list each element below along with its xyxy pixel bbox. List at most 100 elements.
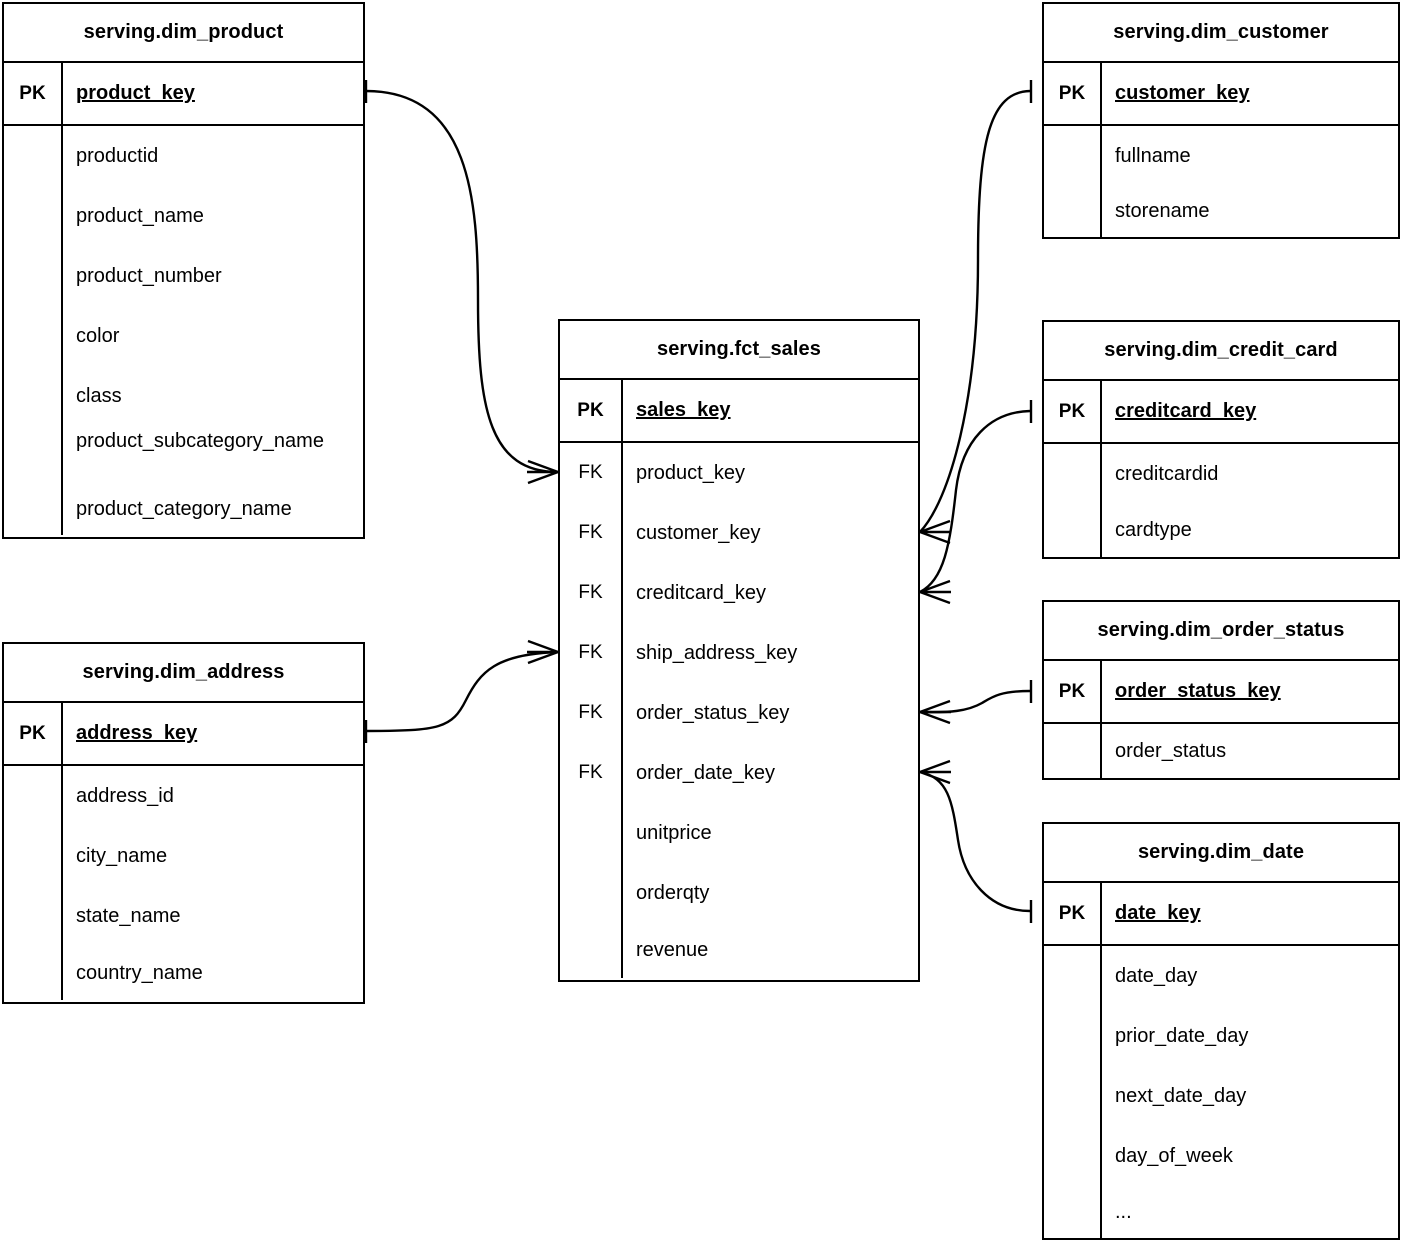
field-name-column: product_key customer_key creditcard_key … xyxy=(623,443,918,978)
field-row: unitprice xyxy=(636,821,712,844)
field-row: day_of_week xyxy=(1115,1144,1233,1167)
entity-fct-sales[interactable]: serving.fct_sales PK sales_key FK FK FK … xyxy=(558,319,920,982)
pk-field-name: order_status_key xyxy=(1102,661,1398,722)
pk-field-label: creditcard_key xyxy=(1115,400,1257,422)
field-row: product_key xyxy=(636,461,745,484)
field-row: cardtype xyxy=(1115,519,1192,541)
field-key-column xyxy=(1044,126,1102,237)
crowsfoot-creditcard xyxy=(919,579,951,605)
pk-field-label: customer_key xyxy=(1115,82,1250,104)
field-row: creditcardid xyxy=(1115,462,1219,485)
field-row: address_id xyxy=(76,784,174,807)
pk-field-label: sales_key xyxy=(636,399,731,421)
pk-row-dim-credit-card: PK creditcard_key xyxy=(1044,381,1398,444)
pk-row-dim-address: PK address_key xyxy=(4,703,363,766)
field-rows-dim-order-status: order_status xyxy=(1044,724,1398,778)
fk-badge: FK xyxy=(578,702,603,723)
entity-title-fct-sales: serving.fct_sales xyxy=(560,321,918,380)
pk-row-dim-date: PK date_key xyxy=(1044,883,1398,946)
field-row: creditcard_key xyxy=(636,581,767,604)
field-row: order_status_key xyxy=(636,701,790,724)
field-row: ship_address_key xyxy=(636,641,798,664)
pk-row-fct-sales: PK sales_key xyxy=(560,380,918,443)
relationship-address xyxy=(365,650,559,733)
pk-field-label: address_key xyxy=(76,722,198,744)
field-row: order_date_key xyxy=(636,761,775,784)
field-row: color xyxy=(76,324,120,347)
crowsfoot-order-date xyxy=(919,759,951,785)
crowsfoot-ship-address xyxy=(527,639,559,665)
field-key-column xyxy=(4,126,63,535)
field-name-column: creditcardid cardtype xyxy=(1102,444,1398,557)
field-row: prior_date_day xyxy=(1115,1024,1249,1047)
field-key-column xyxy=(4,766,63,1000)
entity-title-dim-order-status: serving.dim_order_status xyxy=(1044,602,1398,661)
pk-row-dim-product: PK product_key xyxy=(4,63,363,126)
field-row: next_date_day xyxy=(1115,1084,1247,1107)
entity-title-dim-date: serving.dim_date xyxy=(1044,824,1398,883)
field-row: order_status xyxy=(1115,739,1227,762)
field-rows-dim-product: productid product_name product_number co… xyxy=(4,126,363,535)
pk-badge: PK xyxy=(4,703,63,764)
entity-title-dim-product: serving.dim_product xyxy=(4,4,363,63)
pk-field-name: product_key xyxy=(63,63,363,124)
field-name-column: productid product_name product_number co… xyxy=(63,126,363,535)
entity-title-dim-customer: serving.dim_customer xyxy=(1044,4,1398,63)
pk-badge: PK xyxy=(1044,63,1102,124)
field-name-column: fullname storename xyxy=(1102,126,1398,237)
field-row: storename xyxy=(1115,200,1210,222)
pk-field-name: address_key xyxy=(63,703,363,764)
fk-badge: FK xyxy=(578,522,603,543)
entity-dim-product[interactable]: serving.dim_product PK product_key produ… xyxy=(2,2,365,539)
field-row: class xyxy=(76,384,122,407)
entity-dim-address[interactable]: serving.dim_address PK address_key addre… xyxy=(2,642,365,1004)
fk-badge: FK xyxy=(578,582,603,603)
pk-row-dim-order-status: PK order_status_key xyxy=(1044,661,1398,724)
pk-badge: PK xyxy=(1044,883,1102,944)
entity-dim-customer[interactable]: serving.dim_customer PK customer_key ful… xyxy=(1042,2,1400,239)
field-row: product_subcategory_name xyxy=(76,430,324,452)
pk-field-name: date_key xyxy=(1102,883,1398,944)
field-row: country_name xyxy=(76,961,203,984)
field-row: state_name xyxy=(76,904,181,927)
field-name-column: date_day prior_date_day next_date_day da… xyxy=(1102,946,1398,1238)
field-name-column: address_id city_name state_name country_… xyxy=(63,766,363,1000)
field-row: productid xyxy=(76,144,159,167)
relationship-order-status xyxy=(919,689,1031,714)
field-row: ... xyxy=(1115,1200,1132,1223)
field-key-column xyxy=(1044,724,1102,778)
field-name-column: order_status xyxy=(1102,724,1398,778)
entity-dim-credit-card[interactable]: serving.dim_credit_card PK creditcard_ke… xyxy=(1042,320,1400,559)
field-key-column xyxy=(1044,444,1102,557)
field-key-column: FK FK FK FK FK FK xyxy=(560,443,623,978)
fk-badge: FK xyxy=(578,642,603,663)
pk-badge: PK xyxy=(560,380,623,441)
field-rows-dim-address: address_id city_name state_name country_… xyxy=(4,766,363,1000)
crowsfoot-order-status xyxy=(919,699,951,725)
relationship-date xyxy=(919,770,1031,913)
field-rows-fct-sales: FK FK FK FK FK FK product_key customer_k… xyxy=(560,443,918,978)
field-row: product_category_name xyxy=(76,497,292,520)
pk-field-name: creditcard_key xyxy=(1102,381,1398,442)
field-row: product_number xyxy=(76,264,222,287)
pk-field-name: sales_key xyxy=(623,380,918,441)
entity-dim-order-status[interactable]: serving.dim_order_status PK order_status… xyxy=(1042,600,1400,780)
entity-title-dim-credit-card: serving.dim_credit_card xyxy=(1044,322,1398,381)
field-row: product_name xyxy=(76,204,204,227)
pk-field-name: customer_key xyxy=(1102,63,1398,124)
field-row: customer_key xyxy=(636,521,761,544)
relationship-product xyxy=(365,89,559,474)
relationship-credit-card xyxy=(919,409,1031,594)
pk-field-label: date_key xyxy=(1115,902,1201,924)
crowsfoot-customer xyxy=(919,519,951,545)
fk-badge: FK xyxy=(578,762,603,783)
field-row: revenue xyxy=(636,939,709,961)
field-row: date_day xyxy=(1115,964,1198,987)
field-rows-dim-date: date_day prior_date_day next_date_day da… xyxy=(1044,946,1398,1238)
fk-badge: FK xyxy=(578,462,603,483)
crowsfoot-product xyxy=(527,459,559,485)
field-row: orderqty xyxy=(636,881,710,904)
entity-dim-date[interactable]: serving.dim_date PK date_key date_day pr… xyxy=(1042,822,1400,1240)
pk-field-label: order_status_key xyxy=(1115,680,1281,702)
